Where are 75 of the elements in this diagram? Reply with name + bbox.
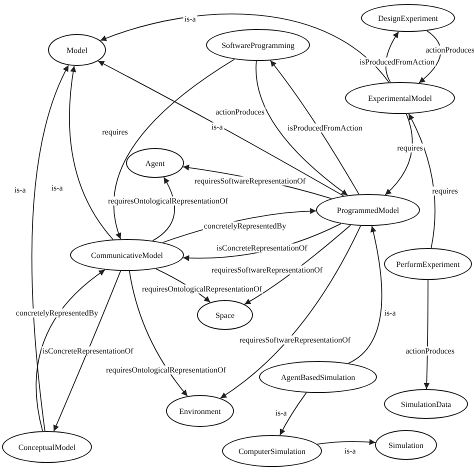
edge-label: isConcreteRepresentationOf	[216, 244, 308, 252]
node-label: SimulationData	[400, 400, 452, 408]
arrow	[152, 176, 176, 242]
arrow	[384, 113, 413, 196]
arrow	[36, 269, 106, 432]
edge-label: actionProduces	[404, 346, 456, 356]
edge-label: requiresSoftwareRepresentationOf	[210, 266, 324, 274]
edge-label: requiresOntologicalRepresentationOf	[107, 196, 229, 206]
node-label: PerformExperiment	[396, 260, 460, 268]
ellipse-node	[259, 361, 377, 393]
arrow	[53, 270, 122, 432]
node-label: ProgrammedModel	[336, 206, 400, 214]
arrow	[348, 226, 382, 364]
ellipse-node	[206, 29, 310, 61]
edge-label: requires	[396, 144, 424, 152]
ellipse-node	[48, 34, 106, 66]
edge-label: actionProduces	[424, 46, 474, 54]
ellipse-node	[375, 430, 437, 460]
edge-label: is-a	[50, 184, 64, 192]
edge-label: isProducedFromAction	[358, 58, 436, 66]
edge-label: actionProduces	[214, 108, 266, 116]
ellipse-node	[361, 4, 455, 32]
arrow	[418, 30, 442, 84]
ellipse-node	[2, 431, 92, 463]
ellipse-node	[345, 82, 455, 114]
arrow	[68, 65, 114, 240]
ellipse-node	[222, 435, 322, 467]
node-label: AgentBasedSimulation	[280, 372, 356, 382]
edge-label: requiresOntologicalRepresentationOf	[105, 366, 227, 374]
edge-label: concretelyRepresentedBy	[202, 222, 288, 230]
ellipse-node	[197, 300, 253, 330]
ellipse-node	[384, 248, 472, 280]
node-label: ExperimentalModel	[368, 94, 432, 102]
arrow	[32, 64, 69, 432]
edge-label: is-a	[210, 122, 224, 132]
edge-label: requires	[431, 186, 459, 196]
edge-label: isConcreteRepresentationOf	[42, 346, 134, 356]
edge-label: requires	[101, 128, 129, 136]
node-label: CommunicativeModel	[91, 250, 163, 260]
node-label: Environment	[179, 406, 221, 416]
ellipse-node	[166, 395, 234, 427]
edge-label: is-a	[13, 186, 27, 194]
node-label: ConceptualModel	[18, 442, 76, 452]
arrow	[128, 270, 188, 397]
arrow	[98, 60, 344, 196]
edge-label: requiresOntologicalRepresentationOf	[141, 284, 263, 294]
ellipse-node	[70, 239, 184, 271]
arrow	[100, 14, 390, 83]
edge-label: is-a	[183, 14, 197, 24]
node-label: ComputerSimulation	[238, 446, 306, 456]
arrow	[113, 58, 235, 240]
node-label: Agent	[145, 158, 165, 168]
node-label: DesignExperiment	[378, 14, 438, 22]
node-label: SoftwareProgramming	[222, 40, 294, 50]
edge-label: isProducedFromAction	[286, 124, 364, 132]
edge-label: concretelyRepresentedBy	[14, 308, 100, 318]
arrow	[270, 60, 360, 195]
edge-label: is-a	[274, 408, 288, 418]
node-label: Space	[215, 310, 235, 320]
node-label: Simulation	[388, 440, 424, 450]
arrow	[316, 439, 376, 446]
arrow	[244, 224, 352, 305]
edge-label: requiresSoftwareRepresentationOf	[193, 176, 307, 186]
arrow	[279, 392, 307, 436]
edge-label: is-a	[383, 308, 397, 318]
arrow	[220, 225, 362, 399]
edge-label: requiresSoftwareRepresentationOf	[238, 336, 352, 344]
node-label: Model	[66, 46, 88, 54]
ellipse-node	[384, 389, 468, 419]
ellipse-node	[126, 148, 184, 178]
ellipse-node	[316, 194, 420, 226]
arrow	[424, 280, 430, 390]
arrow	[408, 113, 436, 248]
edge-label: is-a	[343, 446, 357, 456]
arrow	[256, 60, 348, 196]
